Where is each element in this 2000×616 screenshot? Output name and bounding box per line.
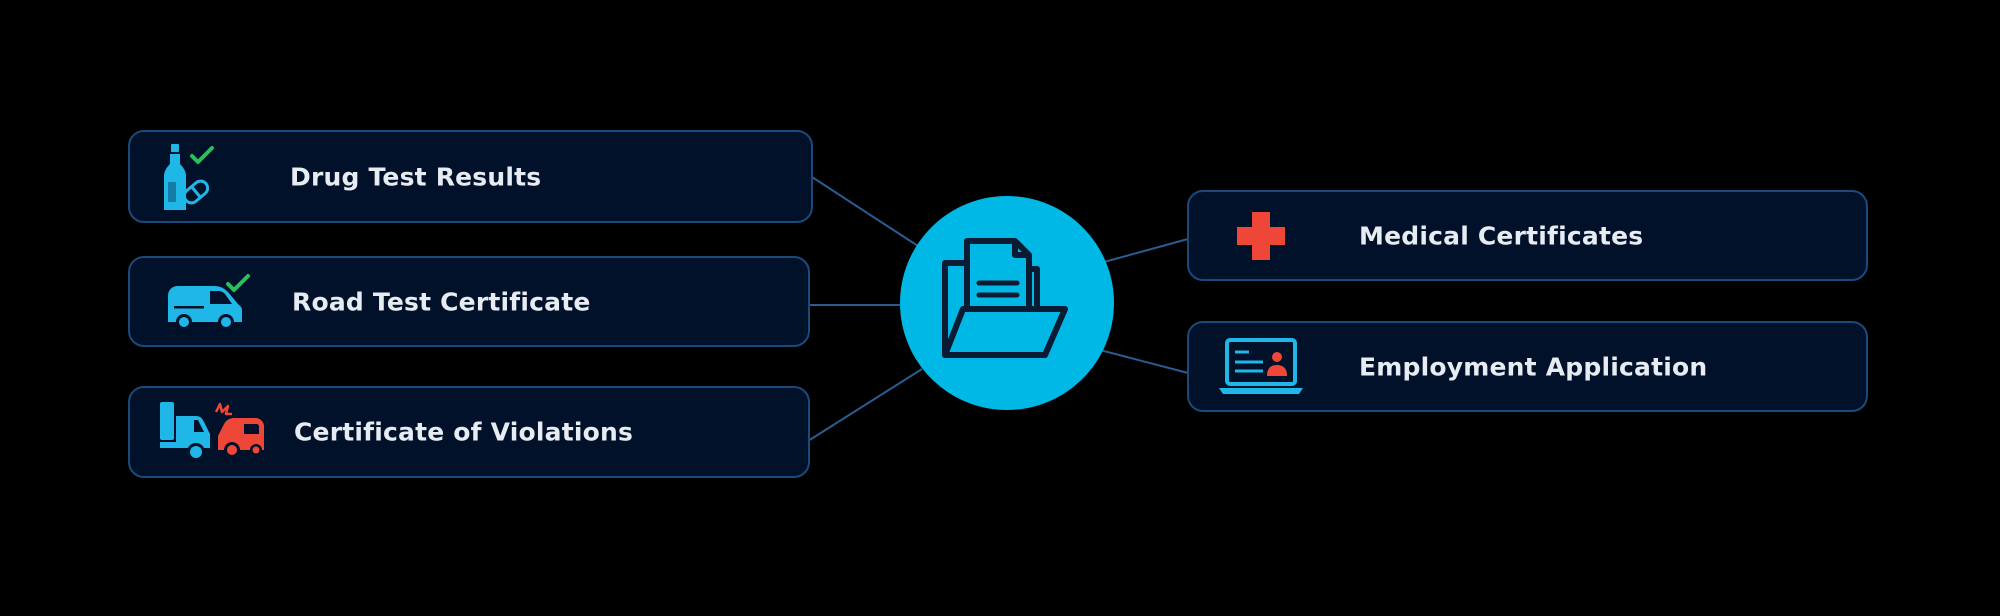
connector-employment xyxy=(1099,349,1189,374)
connector-drug-test xyxy=(811,176,919,247)
card-certificate-of-violations[interactable]: Certificate of Violations xyxy=(128,386,810,478)
drug-test-results-label: Drug Test Results xyxy=(290,162,542,191)
card-drug-test-results[interactable]: Drug Test Results xyxy=(128,130,813,223)
truck-car-crash-icon xyxy=(160,402,264,461)
documents-hub xyxy=(900,196,1114,410)
laptop-profile-icon xyxy=(1219,338,1303,394)
connector-medical xyxy=(1103,238,1189,263)
connector-violations xyxy=(807,368,923,442)
van-check-icon xyxy=(168,274,250,330)
card-employment-application[interactable]: Employment Application xyxy=(1187,321,1868,412)
medical-certificates-label: Medical Certificates xyxy=(1359,221,1644,250)
card-road-test-certificate[interactable]: Road Test Certificate xyxy=(128,256,810,347)
medical-cross-icon xyxy=(1237,212,1285,260)
road-test-certificate-label: Road Test Certificate xyxy=(292,287,591,316)
card-medical-certificates[interactable]: Medical Certificates xyxy=(1187,190,1868,281)
employment-application-label: Employment Application xyxy=(1359,352,1708,381)
folder-documents-icon xyxy=(942,238,1068,358)
certificate-of-violations-label: Certificate of Violations xyxy=(294,417,634,447)
bottle-pill-check-icon xyxy=(164,144,214,210)
